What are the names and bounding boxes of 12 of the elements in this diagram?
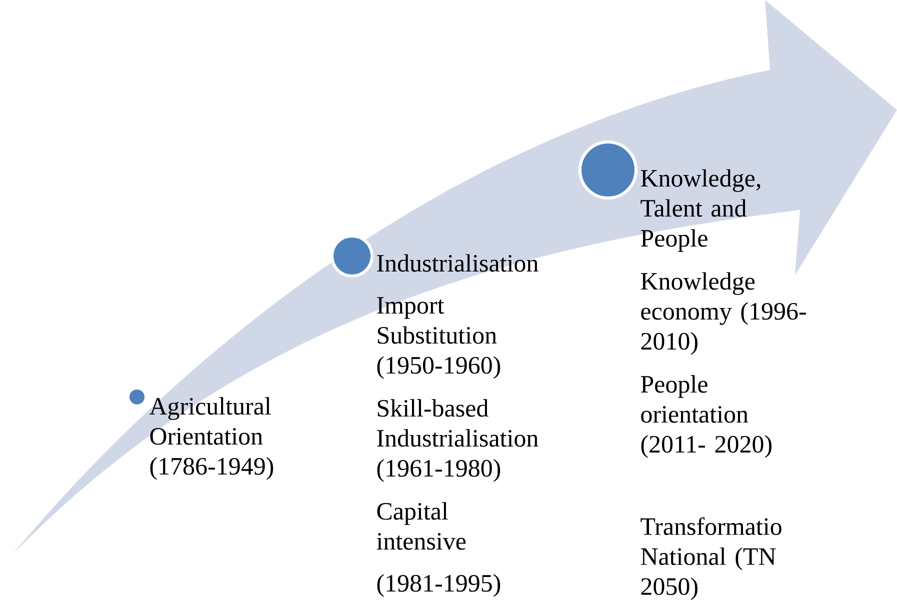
stage-text: Knowledge economy (1996-2010) — [640, 272, 806, 355]
stage-text: Import Substitution (1950-1960) — [377, 297, 500, 379]
stage-text: Skill-based Industrialisation (1961-1980) — [377, 399, 538, 482]
stage-text: Transformatio National (TN 2050) — [640, 517, 782, 600]
stage-text: Capital intensive — [376, 502, 466, 550]
timeline-dot — [578, 140, 638, 200]
stage-text: Industrialisation — [377, 254, 538, 272]
stage-text: Knowledge, Talent and People — [640, 169, 760, 252]
stage-text: People orientation (2011- 2020) — [640, 375, 772, 458]
stage-text: Agricultural Orientation (1786-1949) — [149, 397, 274, 480]
stage-text: (1981-1995) — [377, 574, 500, 597]
timeline-dot — [126, 386, 148, 408]
